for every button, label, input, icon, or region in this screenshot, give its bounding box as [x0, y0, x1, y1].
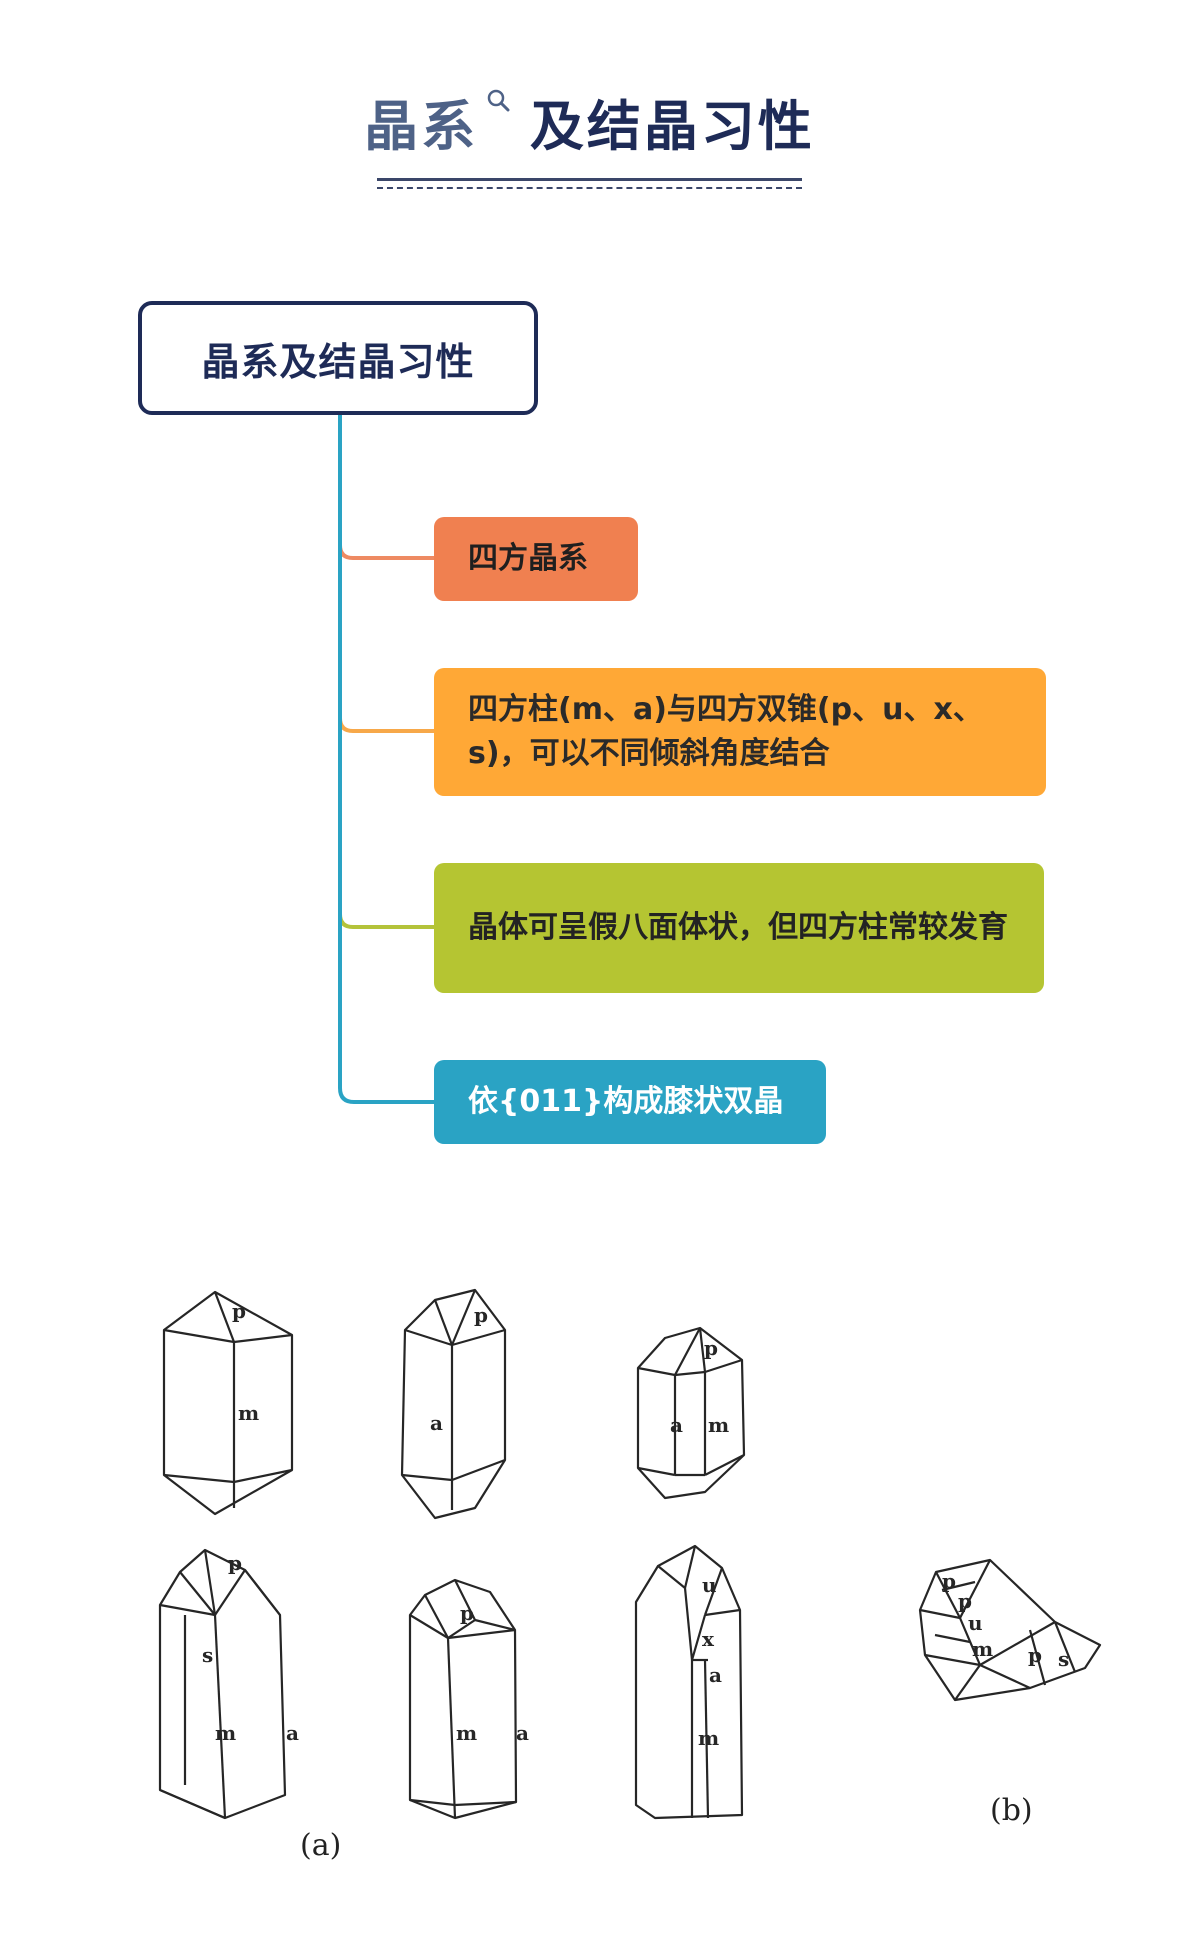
face-mark: u — [702, 1573, 717, 1597]
face-mark: m — [698, 1726, 719, 1750]
face-mark: s — [1058, 1647, 1069, 1671]
mindmap-root-node: 晶系及结晶习性 — [138, 301, 538, 415]
crystal-5: p m a — [408, 1578, 529, 1820]
face-mark: m — [972, 1637, 993, 1661]
title-dashed-underline — [377, 187, 802, 189]
page-title: 晶系 及结晶习性 — [364, 89, 815, 162]
crystal-3: p a m — [636, 1326, 746, 1500]
face-mark: a — [516, 1721, 529, 1745]
face-mark: s — [202, 1643, 213, 1667]
face-mark: a — [670, 1413, 683, 1437]
face-mark: p — [474, 1303, 488, 1327]
connector-2 — [338, 415, 434, 929]
title-part-1: 晶系 — [364, 95, 479, 158]
face-mark: p — [958, 1589, 972, 1613]
mindmap-node-pseudo-octahedral: 晶体可呈假八面体状，但四方柱常较发育 — [434, 863, 1044, 993]
face-mark: a — [430, 1411, 443, 1435]
title-underline — [377, 178, 802, 181]
face-mark: p — [232, 1299, 246, 1323]
crystal-6: u x a m — [634, 1544, 744, 1820]
connector-trunk — [338, 415, 434, 1104]
crystal-7-twin: p p u m p s — [918, 1558, 1102, 1702]
crystal-2: p a — [400, 1288, 507, 1520]
page-title-wrap: 晶系 及结晶习性 — [0, 89, 1179, 162]
face-mark: a — [286, 1721, 299, 1745]
connector-0 — [338, 415, 434, 560]
crystal-habit-figure: p m p a p a m — [158, 1288, 1102, 1863]
face-mark: m — [456, 1721, 477, 1745]
face-mark: p — [1028, 1643, 1042, 1667]
title-part-2: 及结晶习性 — [529, 95, 815, 158]
figure-label-a: (a) — [300, 1828, 341, 1863]
mindmap-connectors — [338, 415, 434, 1104]
crystal-1: p m — [162, 1290, 294, 1516]
face-mark: p — [460, 1601, 474, 1625]
face-mark: p — [228, 1551, 242, 1575]
face-mark: m — [238, 1401, 259, 1425]
face-mark: p — [942, 1569, 956, 1593]
search-icon[interactable] — [486, 88, 512, 114]
face-mark: m — [215, 1721, 236, 1745]
connector-1 — [338, 415, 434, 733]
face-mark: p — [704, 1336, 718, 1360]
mindmap-node-prism-bipyramid: 四方柱(m、a)与四方双锥(p、u、x、s)，可以不同倾斜角度结合 — [434, 668, 1046, 796]
face-mark: a — [709, 1663, 722, 1687]
face-mark: m — [708, 1413, 729, 1437]
crystal-4: p s m a — [158, 1548, 299, 1820]
face-mark: u — [968, 1611, 983, 1635]
mindmap-node-tetragonal: 四方晶系 — [434, 517, 638, 601]
face-mark: x — [702, 1627, 715, 1651]
figure-label-b: (b) — [990, 1793, 1033, 1828]
mindmap-node-knee-twin: 依{011}构成膝状双晶 — [434, 1060, 826, 1144]
